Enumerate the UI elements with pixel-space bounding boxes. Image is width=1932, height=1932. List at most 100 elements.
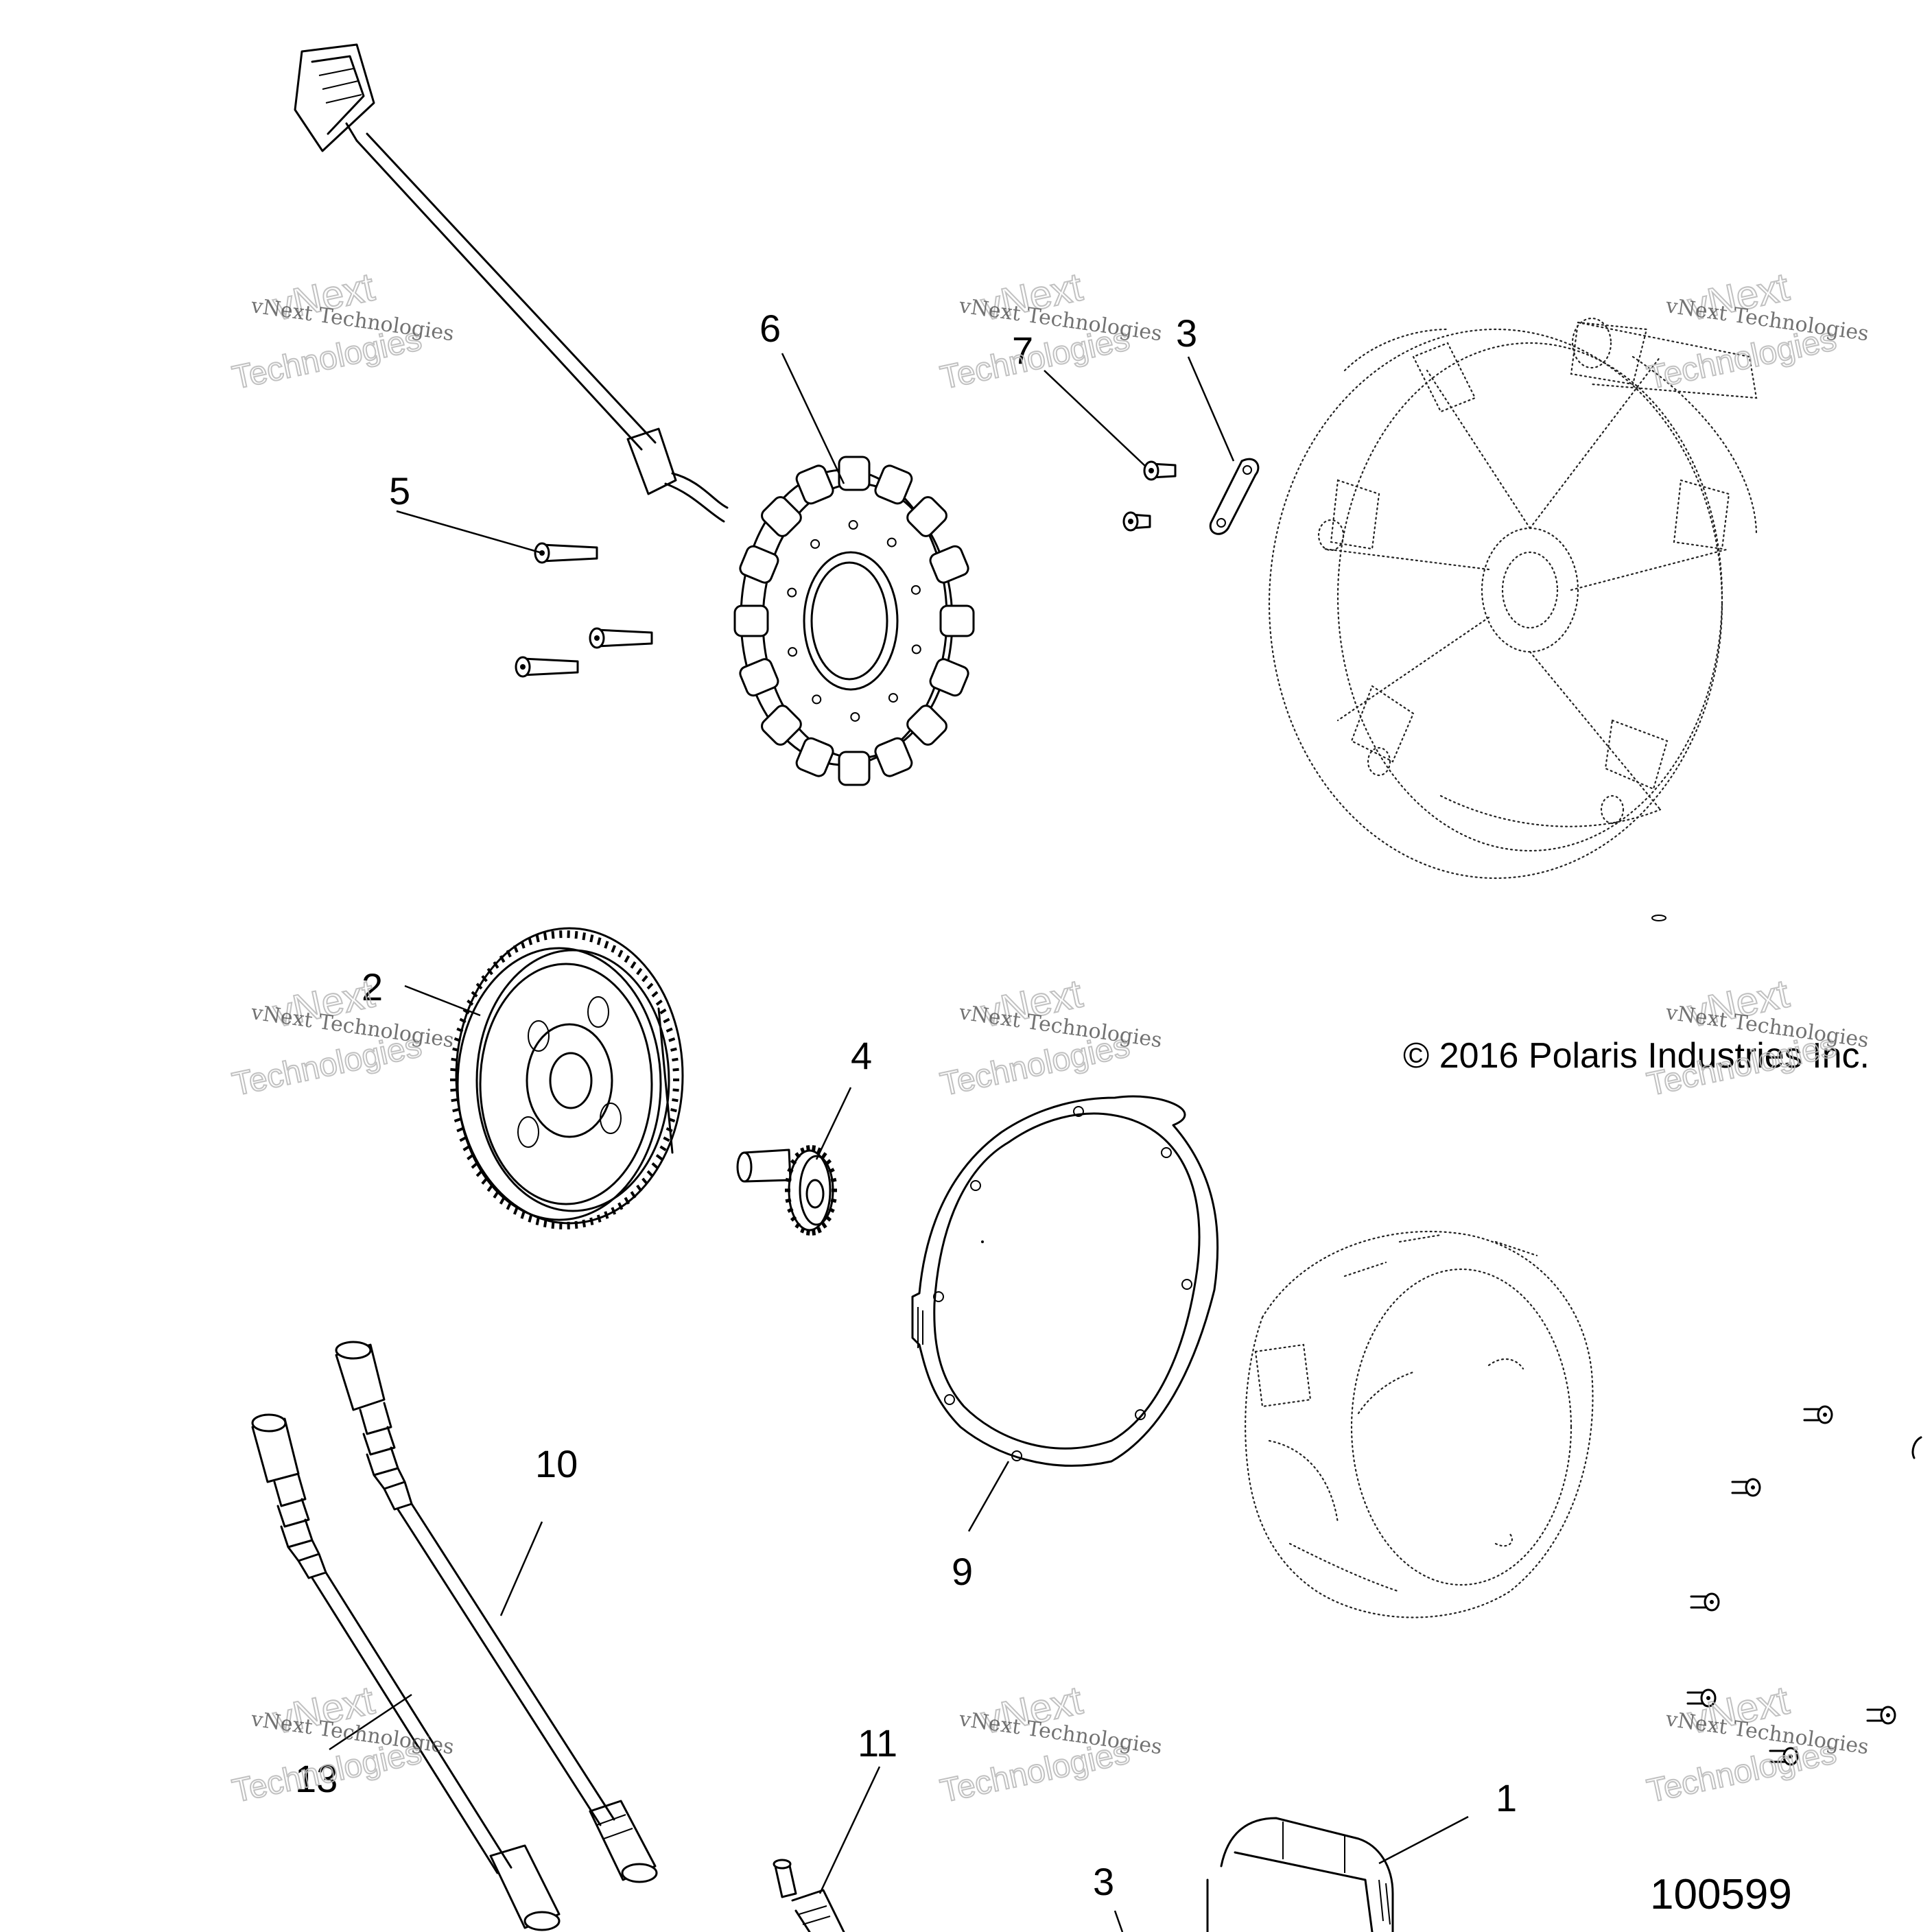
copyright-notice: © 2016 Polaris Industries Inc.: [1403, 1036, 1870, 1076]
gear-tooth: [800, 1227, 805, 1234]
stator-coil: [906, 705, 947, 746]
stator-bolts: [515, 542, 653, 678]
gear-tooth: [646, 982, 654, 990]
gear-tooth: [596, 937, 602, 945]
gear-tooth: [535, 1217, 540, 1225]
gear-tooth: [486, 967, 493, 976]
watermark-5: vNext Technologies vNext Technologies: [936, 971, 1164, 1104]
stator-coil: [929, 658, 969, 697]
starter-drive-gear: [736, 1145, 837, 1236]
gear-tooth: [636, 1184, 643, 1192]
gear-tooth: [528, 1214, 533, 1223]
stator-harness-connector: [294, 43, 729, 523]
gear-tooth: [582, 932, 586, 941]
gear-tooth: [794, 1222, 801, 1229]
sensor-lead-13: [251, 1413, 561, 1931]
cover-gasket: [911, 1095, 1219, 1467]
callout-3-bottom: 3: [1093, 1860, 1114, 1903]
stator-bolt-holes: [787, 520, 921, 722]
gear-tooth: [493, 1191, 499, 1199]
gear-tooth: [506, 1202, 512, 1210]
gear-tooth: [663, 1017, 670, 1024]
watermark-4: vNext Technologies vNext Technologies: [228, 971, 456, 1104]
flywheel: [450, 927, 684, 1229]
gear-tooth: [499, 1197, 506, 1205]
callout-11: 11: [858, 1721, 897, 1765]
gear-tooth: [471, 991, 478, 998]
screws-and-plate: [1122, 458, 1260, 535]
stator-hole: [810, 539, 821, 549]
stator-cover: [1245, 1230, 1594, 1618]
gear-tooth: [451, 1057, 458, 1062]
gear-tooth: [596, 1214, 602, 1223]
gear-tooth: [462, 1008, 470, 1015]
gear-tooth: [453, 1037, 461, 1042]
gear-tooth: [475, 1170, 483, 1177]
stator-coil: [761, 496, 802, 537]
leader-lines: [329, 353, 1469, 1932]
gear-tooth: [493, 961, 499, 969]
stator-coil: [838, 751, 871, 786]
voltage-regulator: [1206, 1817, 1394, 1932]
gear-tooth: [617, 950, 624, 958]
gear-tooth: [630, 1191, 637, 1199]
gear-tooth: [670, 1047, 677, 1052]
stator-coil: [939, 604, 975, 637]
gear-tooth: [624, 1197, 631, 1205]
gear-tooth: [582, 1219, 586, 1227]
gear-tooth: [459, 1017, 467, 1024]
gear-tooth: [551, 931, 555, 939]
gear-tooth: [450, 1088, 457, 1092]
stator-hole: [787, 587, 797, 598]
gear-tooth: [589, 934, 594, 943]
gear-tooth: [816, 1147, 822, 1154]
gear-tooth: [668, 1037, 676, 1042]
starter-gear-teeth: [785, 1145, 837, 1236]
gear-tooth: [520, 941, 526, 949]
gear-tooth: [665, 1027, 673, 1033]
callout-9: 9: [952, 1550, 973, 1593]
gear-tooth: [467, 999, 474, 1006]
engine-housing-outline: [1268, 317, 1758, 921]
watermark-3: vNext Technologies vNext Technologies: [1643, 264, 1870, 397]
cover-bolts: [1686, 1405, 1922, 1766]
gear-tooth: [481, 1177, 488, 1185]
gear-tooth: [520, 1211, 526, 1219]
gear-tooth: [672, 1057, 679, 1062]
gear-tooth: [452, 1108, 459, 1113]
gear-tooth: [828, 1168, 835, 1174]
gear-tooth: [655, 1154, 663, 1161]
gear-tooth: [787, 1207, 794, 1213]
callout-2: 2: [362, 965, 383, 1009]
gear-tooth: [617, 1202, 624, 1210]
stator-hole: [910, 585, 921, 595]
gear-tooth: [451, 1098, 458, 1103]
gear-tooth: [828, 1207, 835, 1213]
gear-tooth: [790, 1159, 797, 1166]
callout-6: 6: [759, 307, 781, 350]
stator: [733, 456, 975, 786]
gear-tooth: [462, 1145, 470, 1152]
gear-tooth: [800, 1147, 805, 1154]
stator-hole: [788, 647, 798, 657]
stator-hole: [911, 644, 921, 655]
callout-1: 1: [1496, 1776, 1517, 1819]
watermark-7: vNext Technologies vNext Technologies: [228, 1677, 456, 1811]
watermark-8: vNext Technologies vNext Technologies: [936, 1677, 1164, 1811]
gear-tooth: [467, 1154, 474, 1161]
stator-coil: [838, 456, 871, 491]
callout-7: 7: [1012, 329, 1033, 372]
gear-tooth: [528, 937, 533, 945]
gear-tooth: [787, 1168, 794, 1174]
gear-tooth: [636, 967, 643, 976]
gear-tooth: [574, 931, 578, 939]
callout-10: 10: [535, 1442, 578, 1485]
callout-3-top: 3: [1176, 311, 1197, 355]
stator-coil: [733, 604, 769, 637]
gear-tooth: [630, 961, 637, 969]
stator-coil: [906, 496, 947, 537]
stator-coil: [795, 737, 834, 777]
gear-tooth: [543, 1219, 547, 1227]
watermark-1: vNext Technologies vNext Technologies: [228, 264, 456, 397]
